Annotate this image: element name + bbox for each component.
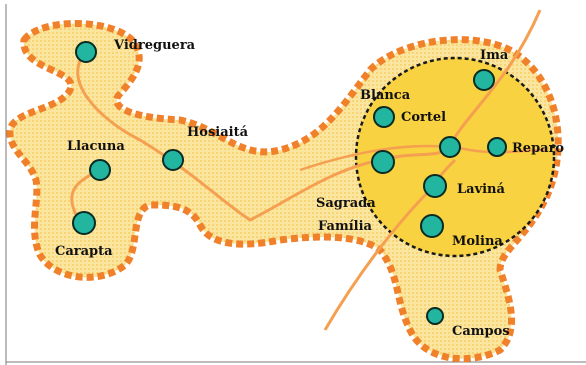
place-label-molina: Molina [452, 234, 503, 249]
station-icon[interactable] [439, 136, 461, 158]
station-icon[interactable] [426, 307, 444, 325]
station-icon[interactable] [162, 149, 184, 171]
place-label-sagrada-familia: Sagrada Família [316, 196, 380, 234]
station-icon[interactable] [75, 41, 97, 63]
station-icon[interactable] [423, 174, 447, 198]
route-line-cross [323, 158, 457, 331]
place-label-familia: Família [318, 219, 373, 234]
city-core-area [354, 56, 556, 258]
station-icon[interactable] [487, 137, 507, 157]
station-icon[interactable] [420, 214, 444, 238]
place-label-sagrada: Sagrada [316, 196, 376, 211]
place-label-cortel: Cortel [401, 110, 446, 125]
place-label-lavina: Laviná [457, 182, 506, 197]
station-icon[interactable] [89, 159, 111, 181]
place-label-blanca: Blanca [360, 88, 411, 103]
station-icon[interactable] [371, 150, 395, 174]
station-icon[interactable] [473, 69, 495, 91]
place-label-carapta: Carapta [55, 244, 113, 259]
station-icon[interactable] [72, 211, 96, 235]
station-icon[interactable] [373, 106, 395, 128]
route-line-main [76, 9, 542, 222]
place-label-campos: Campos [452, 324, 510, 339]
place-label-hosiaita: Hosiaitá [187, 125, 249, 140]
place-label-ima: Ima [480, 48, 509, 63]
place-label-vidreguera: Vidreguera [113, 38, 196, 53]
place-label-llacuna: Llacuna [67, 139, 125, 154]
place-label-reparo: Reparo [512, 141, 564, 156]
